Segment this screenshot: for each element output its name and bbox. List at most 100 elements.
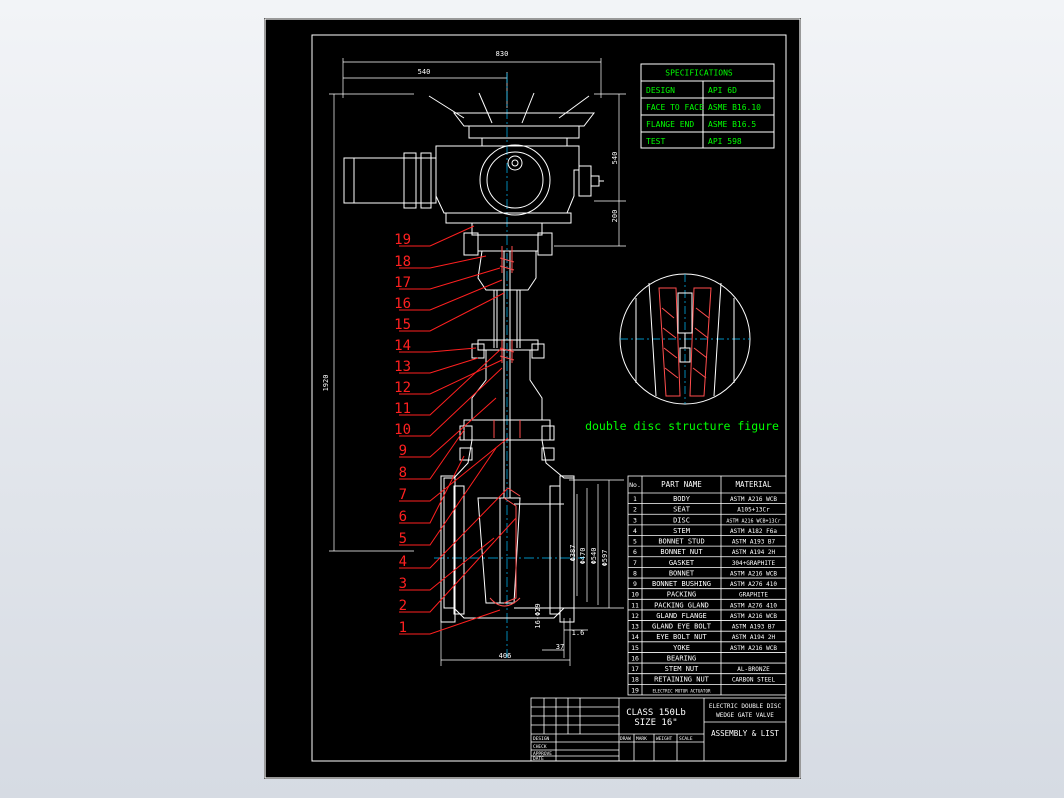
bottom-label: WEIGHT: [656, 736, 673, 742]
detail-caption: double disc structure figure: [585, 419, 779, 433]
part-name: PACKING GLAND: [654, 601, 709, 609]
part-number: 10: [631, 591, 639, 599]
callout-leaders: [399, 225, 517, 635]
drawing-sheet: SPECIFICATIONS DESIGN API 6D FACE TO FAC…: [264, 18, 801, 779]
bottom-label: MARK: [636, 736, 647, 742]
callout-number: 11: [394, 401, 411, 417]
part-material: AL-BRONZE: [737, 666, 770, 673]
dim-raised-face: 37: [556, 643, 564, 651]
part-material: ASTM A194 2H: [732, 634, 776, 641]
dim-height-lower: 200: [611, 210, 619, 223]
part-number: 13: [631, 623, 639, 631]
callout-number: 12: [394, 380, 411, 396]
detail-circle: [619, 273, 751, 405]
callout-number: 2: [399, 598, 407, 614]
dim-bolt-holes: 16-Φ29: [534, 603, 542, 628]
part-material: GRAPHITE: [739, 592, 768, 599]
spec-value: API 598: [708, 137, 742, 146]
dim-actuator-width: 540: [418, 68, 431, 76]
part-number: 9: [633, 580, 637, 588]
part-number: 3: [633, 516, 637, 524]
part-material: ASTM A216 WCB: [730, 645, 777, 652]
yoke-and-bonnet: [440, 250, 575, 623]
spec-key: FACE TO FACE: [646, 103, 704, 112]
part-number: 17: [631, 665, 639, 673]
title-block: [530, 697, 787, 762]
callout-number: 10: [394, 422, 411, 438]
part-name: YOKE: [673, 644, 690, 652]
part-material: 304+GRAPHITE: [732, 560, 776, 567]
callout-number: 17: [394, 275, 411, 291]
callout-number: 1: [399, 620, 407, 636]
part-number: 5: [633, 538, 637, 546]
part-number: 2: [633, 506, 637, 514]
part-name: EYE BOLT NUT: [656, 633, 707, 641]
bottom-label: DRAW: [620, 736, 631, 742]
cad-drawing: SPECIFICATIONS DESIGN API 6D FACE TO FAC…: [264, 18, 801, 779]
part-name: STEM: [673, 527, 690, 535]
part-material: ASTM A193 B7: [732, 624, 776, 631]
part-name: BONNET NUT: [660, 548, 703, 556]
sign-label: DATE: [533, 756, 544, 762]
part-number: 14: [631, 633, 639, 641]
callout-number: 7: [399, 487, 407, 503]
sign-label: CHECK: [533, 744, 547, 750]
callout-number: 5: [399, 531, 407, 547]
sign-label: APPROVE: [533, 751, 552, 757]
part-name: BONNET: [669, 569, 695, 577]
dim-overall-width: 830: [496, 50, 509, 58]
part-name: BONNET BUSHING: [652, 580, 711, 588]
spec-key: DESIGN: [646, 86, 675, 95]
part-name: BEARING: [667, 654, 697, 662]
callout-number: 6: [399, 509, 407, 525]
bottom-label: SCALE: [679, 736, 693, 742]
callout-number: 8: [399, 465, 407, 481]
dim-flange-thk: 1.6: [572, 629, 585, 637]
callout-number: 19: [394, 232, 411, 248]
part-name: GASKET: [669, 559, 695, 567]
part-material: ASTM A276 410: [730, 602, 777, 609]
section-hatching: [489, 246, 521, 607]
part-material: ASTM A276 410: [730, 581, 777, 588]
spec-title: SPECIFICATIONS: [665, 69, 733, 78]
dim-total-height: 1920: [322, 375, 330, 392]
parts-header: No.: [629, 481, 641, 489]
sign-label: DESIGN: [533, 736, 550, 742]
parts-header: PART NAME: [661, 480, 702, 489]
dim-dia-2: Φ470: [579, 548, 587, 565]
part-number: 12: [631, 612, 639, 620]
part-number: 7: [633, 559, 637, 567]
part-material: ASTM A193 B7: [732, 539, 776, 546]
part-name: GLAND EYE BOLT: [652, 623, 712, 631]
dim-dia-1: Φ387: [569, 545, 577, 562]
callout-number: 15: [394, 317, 411, 333]
part-name: PACKING: [667, 591, 697, 599]
dim-dia-3: Φ540: [590, 548, 598, 565]
title-name-line2: WEDGE GATE VALVE: [716, 712, 774, 719]
dim-face-to-face: 406: [499, 652, 512, 660]
part-name: RETAINING NUT: [654, 676, 710, 684]
parts-header: MATERIAL: [735, 480, 772, 489]
spec-value: API 6D: [708, 86, 737, 95]
part-name: GLAND FLANGE: [656, 612, 707, 620]
spec-value: ASME B16.10: [708, 103, 761, 112]
callout-number: 9: [399, 443, 407, 459]
title-size: SIZE 16": [634, 718, 677, 728]
dim-height-upper: 540: [611, 152, 619, 165]
callout-number: 16: [394, 296, 411, 312]
parts-list-table: [627, 475, 787, 696]
part-number: 11: [631, 601, 639, 609]
callout-number: 18: [394, 254, 411, 270]
part-material: A105+13Cr: [737, 507, 770, 514]
part-material: ASTM A216 WCB: [730, 613, 777, 620]
part-number: 19: [631, 686, 639, 694]
callout-number: 4: [399, 554, 407, 570]
part-number: 1: [633, 495, 637, 503]
part-number: 15: [631, 644, 639, 652]
part-material: ASTM A182 F6a: [730, 528, 777, 535]
title-drawing-type: ASSEMBLY & LIST: [711, 729, 779, 738]
spec-value: ASME B16.5: [708, 120, 756, 129]
callout-number: 14: [394, 338, 411, 354]
part-material: ASTM A216 WCB+13Cr: [726, 518, 780, 524]
part-name: BONNET STUD: [658, 538, 704, 546]
